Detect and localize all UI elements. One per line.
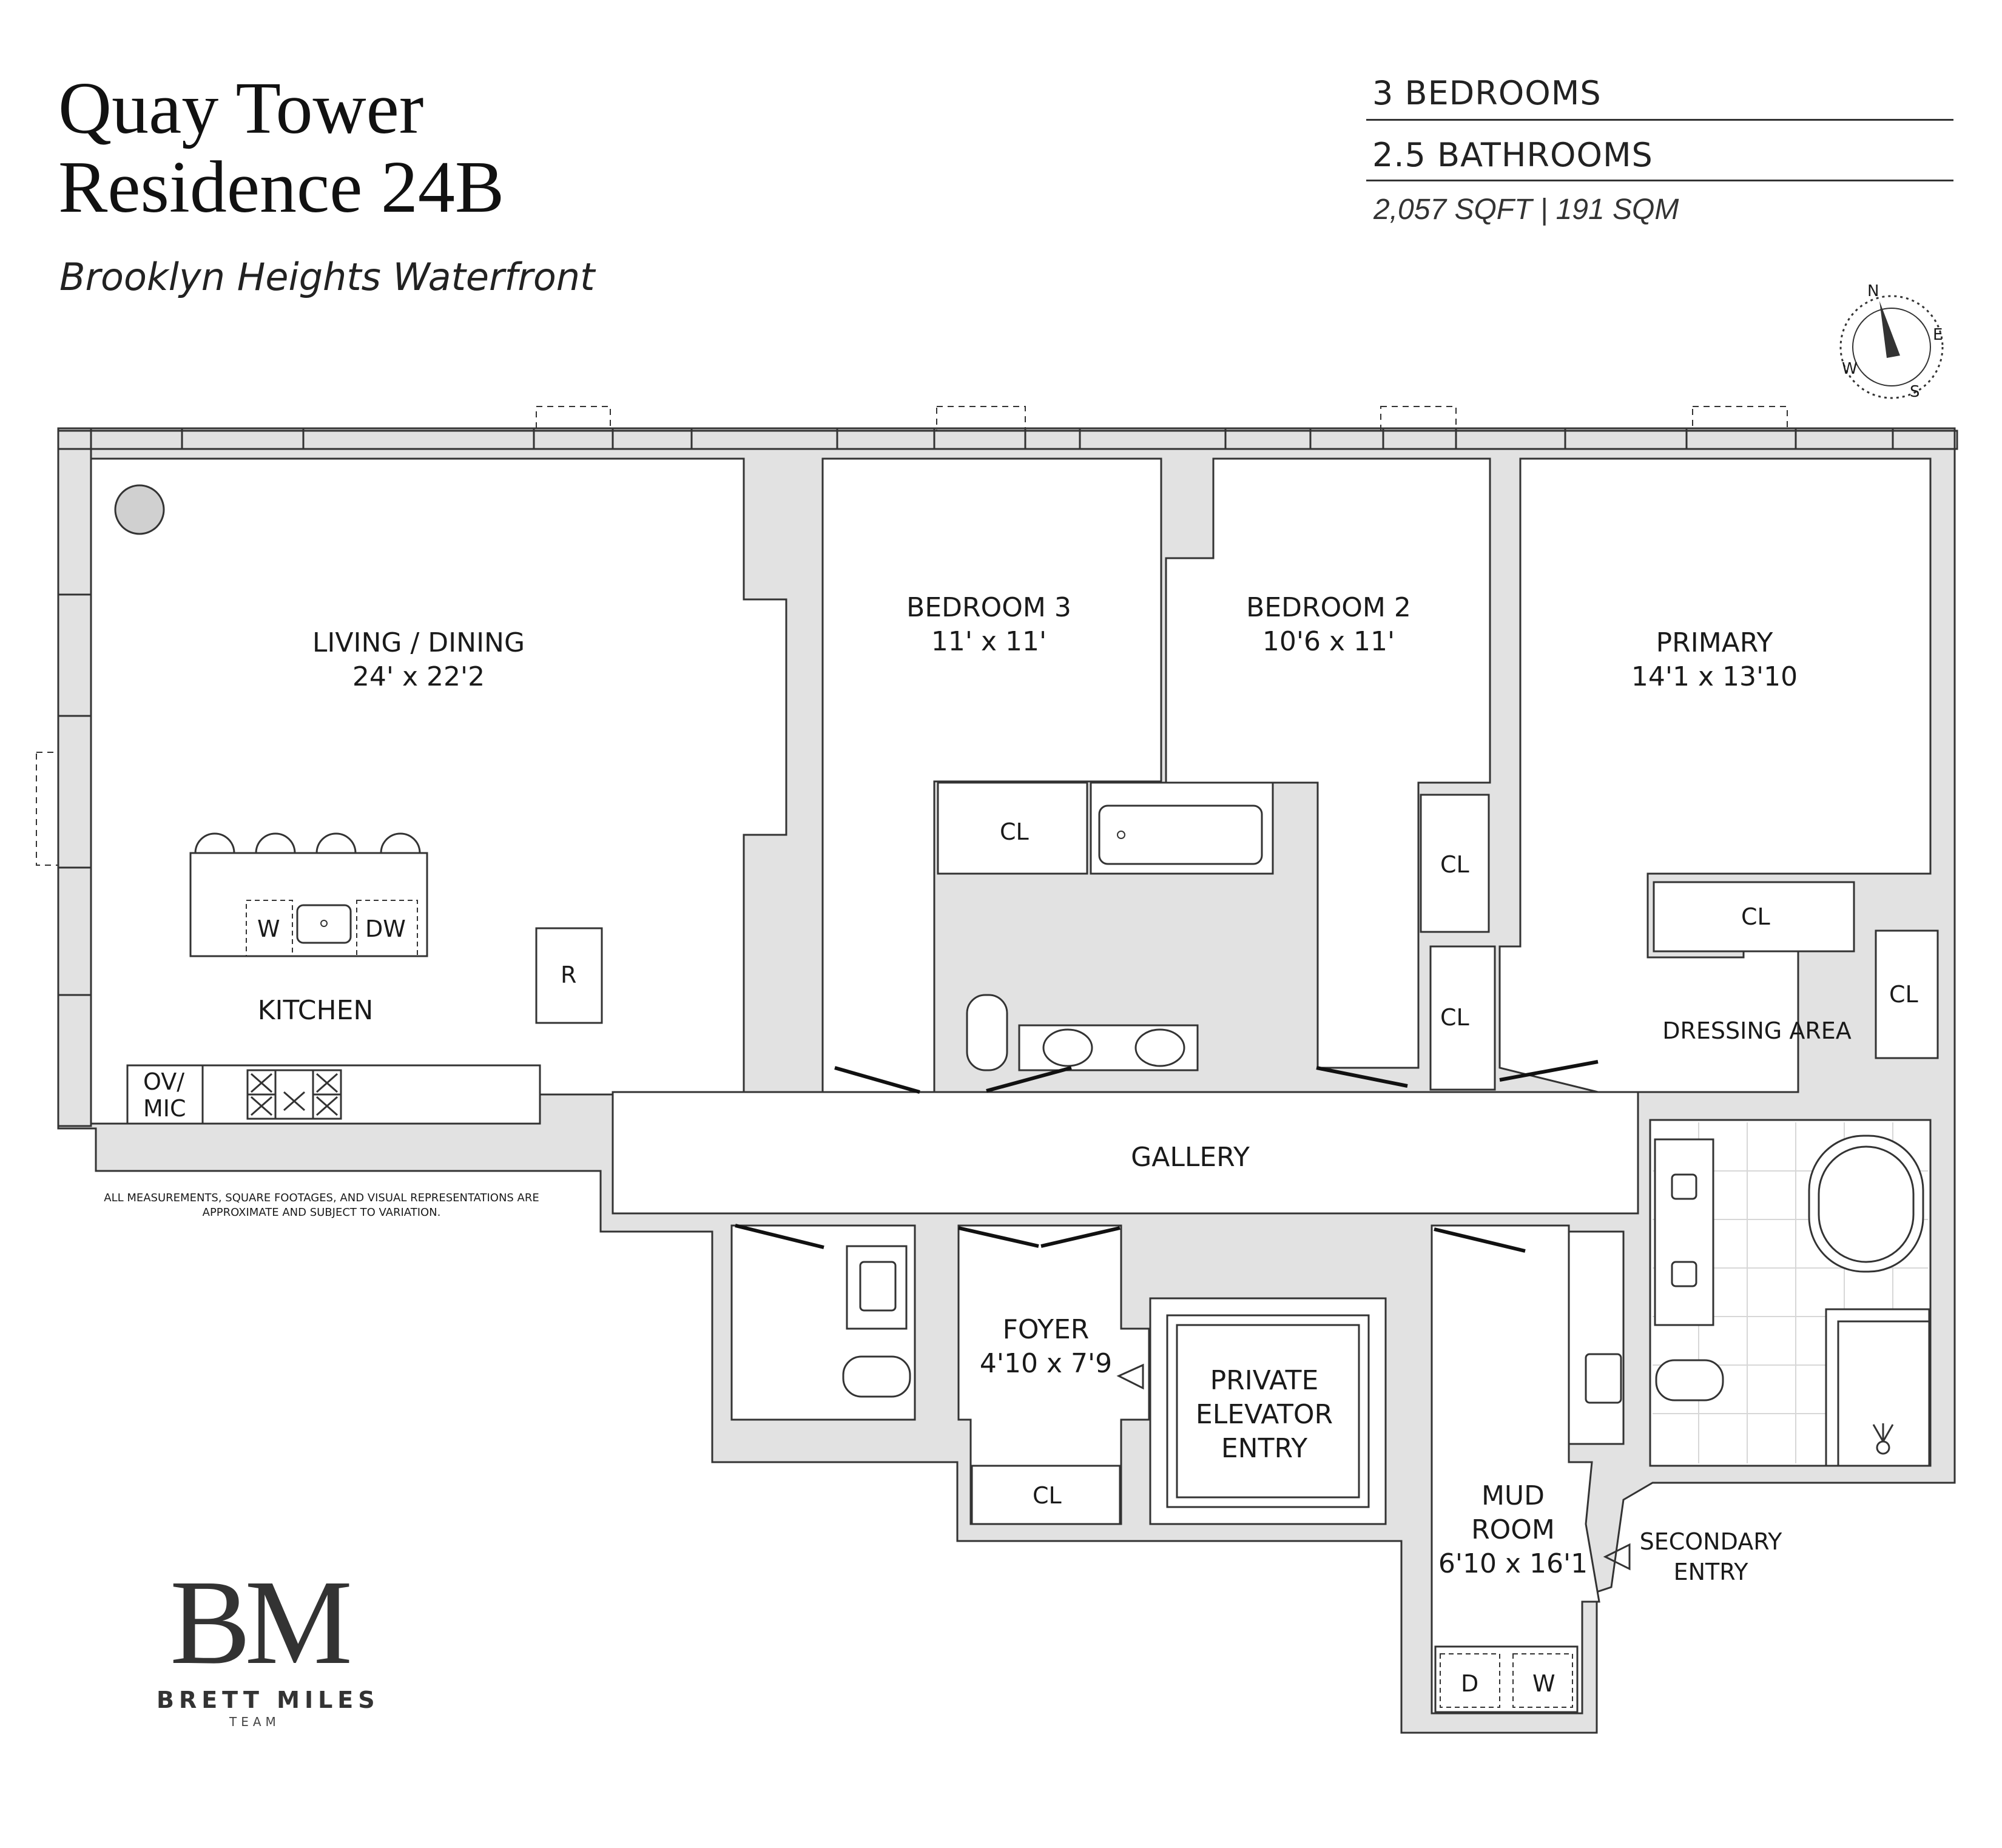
living-dining-dims: 24' x 22'2 [352,661,485,692]
secondary-entry-line-2: ENTRY [1674,1559,1749,1585]
door-swing-markers [36,406,1788,866]
foyer-dims: 4'10 x 7'9 [980,1348,1112,1379]
primary-closet-1 [1653,881,1855,953]
elevator-lobby [1149,1297,1387,1525]
gallery-corridor [612,1091,1639,1215]
toilet-icon [842,1355,911,1398]
bedroom-3-closet [937,781,1088,875]
bedroom-2-closet-1 [1420,794,1490,933]
bedrooms-count: 3 BEDROOMS [1372,74,1602,112]
oven-label-1: OV/ [143,1068,184,1095]
sink-icon [1042,1028,1093,1067]
compass-e: E [1933,326,1943,344]
kitchen-island: W DW [189,832,428,957]
washer-label: W [1532,1670,1555,1697]
primary-name: PRIMARY [1656,627,1773,658]
closet-label: CL [1440,1004,1469,1031]
compass-s: S [1910,383,1920,401]
dishwasher-label: DW [365,916,406,942]
spec-divider [1366,119,1953,121]
primary-vanity [1654,1138,1714,1326]
column [114,484,165,535]
oven-label-2: MIC [143,1095,186,1122]
square-footage: 2,057 SQFT | 191 SQM [1373,194,1679,226]
island-sink-icon [296,904,352,944]
bedroom-2-dims: 10'6 x 11' [1262,626,1395,657]
sink-icon [1585,1353,1622,1404]
bedroom-3-dims: 11' x 11' [931,626,1046,657]
toilet-icon [966,994,1008,1071]
washer-label: W [257,916,280,942]
brand-logo-name: BRETT MILES [157,1687,380,1713]
title-line-1: Quay Tower [58,67,424,149]
dryer-label: D [1461,1670,1478,1697]
closet-label: CL [1741,903,1770,930]
bedroom-2-closet-2 [1429,945,1496,1091]
kitchen-label: KITCHEN [258,995,374,1026]
door-leaves [735,1060,1599,1253]
sink-icon [1671,1261,1697,1287]
closet-label: CL [1440,851,1469,878]
sink-icon [1671,1173,1697,1200]
refrigerator [535,927,603,1024]
closet-label: CL [1889,981,1918,1008]
refrigerator-label: R [561,962,576,988]
laundry-counter [1434,1645,1579,1713]
subtitle: Brooklyn Heights Waterfront [59,255,595,299]
elevator-line-2: ELEVATOR [1196,1399,1333,1430]
foyer-room [957,1224,1150,1525]
brand-logo-team: TEAM [229,1715,280,1729]
closet-label: CL [1033,1482,1062,1509]
elevator-frame [1166,1314,1370,1508]
entry-arrow-icon [1116,1363,1144,1390]
primary-closet-2 [1875,929,1939,1059]
logo-mark-text: BM [170,1556,352,1690]
mud-room-line-1: MUD [1481,1480,1545,1511]
mud-room-line-2: ROOM [1471,1514,1555,1545]
compass-icon: N E S W [1839,282,1944,401]
dressing-area-label: DRESSING AREA [1662,1017,1851,1044]
living-dining-name: LIVING / DINING [312,627,525,658]
disclaimer-line-1: ALL MEASUREMENTS, SQUARE FOOTAGES, AND V… [104,1192,539,1204]
washer [1512,1653,1573,1708]
secondary-entry-line-1: SECONDARY [1640,1528,1783,1555]
living-dining-room [90,457,787,1125]
sink-icon [859,1261,897,1312]
mud-room-dims: 6'10 x 16'1 [1438,1548,1588,1579]
primary-dims: 14'1 x 13'10 [1631,661,1798,692]
bedroom-3-name: BEDROOM 3 [906,592,1071,623]
bathrooms-count: 2.5 BATHROOMS [1372,136,1653,174]
cooktop-icon [246,1069,342,1120]
elevator-line-1: PRIVATE [1210,1365,1319,1396]
bedroom-2-name: BEDROOM 2 [1246,592,1411,623]
compass-n: N [1867,282,1879,300]
title-line-2: Residence 24B [58,146,505,228]
closet-label: CL [1000,818,1029,845]
gallery-label: GALLERY [1131,1142,1250,1173]
elevator-line-3: ENTRY [1221,1433,1307,1464]
foyer-closet [971,1465,1121,1525]
foyer-name: FOYER [1003,1314,1090,1345]
shower-head-icon [1872,1423,1894,1455]
brand-logo-mark: BM [170,1553,352,1692]
spec-divider [1366,180,1953,181]
island-dishwasher [356,900,418,957]
toilet-icon [1655,1359,1724,1401]
disclaimer-line-2: APPROXIMATE AND SUBJECT TO VARIATION. [203,1206,441,1219]
mudroom-counter [1568,1230,1625,1445]
window-mullions [58,428,1894,996]
dryer [1440,1653,1500,1708]
compass-w: W [1842,360,1858,378]
sink-icon [1134,1028,1185,1067]
secondary-entry-arrow-icon [1603,1543,1631,1571]
